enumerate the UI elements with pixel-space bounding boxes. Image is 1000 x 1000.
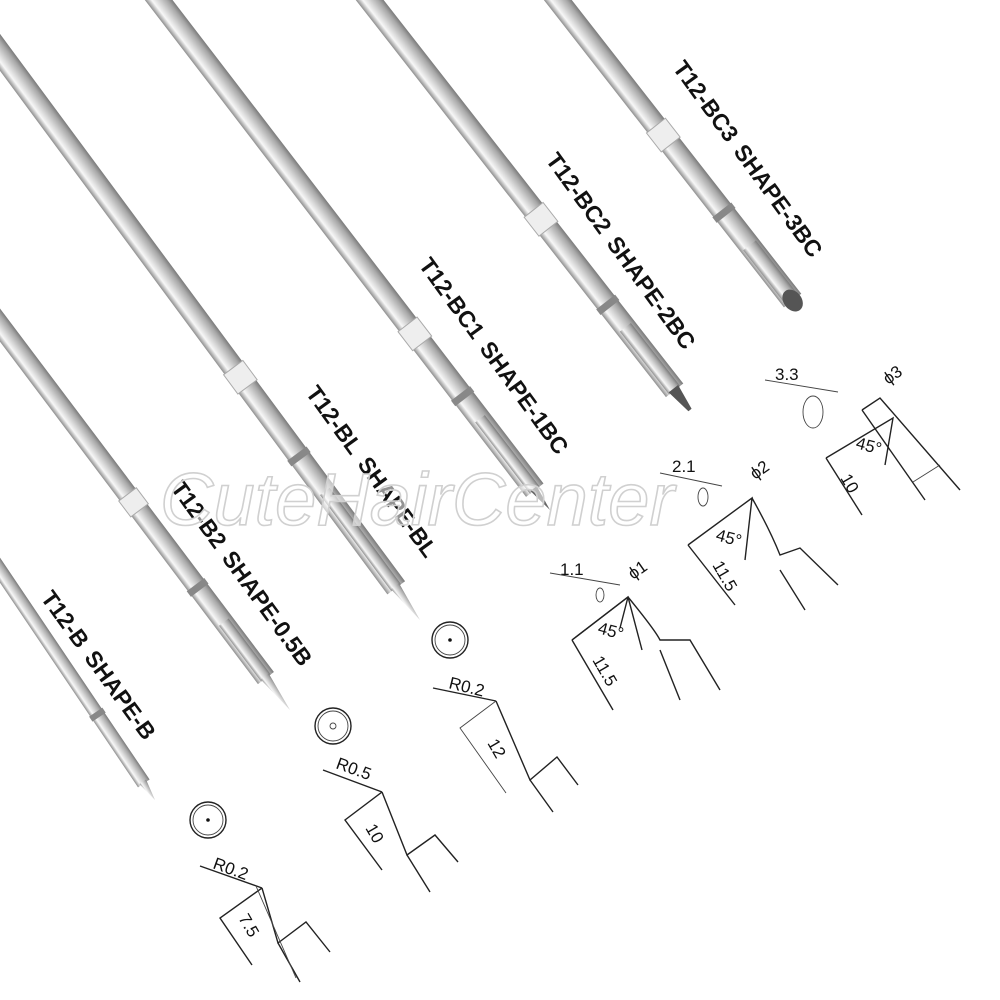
length-label: 7.5 [235,911,263,941]
tip-t12-bc3 [537,0,803,312]
length-label: 10 [362,821,388,847]
length-label: 11.5 [709,558,741,595]
diameter-label: ϕ2 [746,457,772,483]
watermark: CuteHairCenter [160,458,677,541]
tip-t12-b2 [0,272,290,710]
length-label: 11.5 [589,653,621,690]
radius-label: R0.5 [334,754,374,784]
diagram-shape-2bc: 2.1 ϕ2 45° 11.5 [659,457,839,611]
diagram-shape-3bc: 3.3 ϕ3 45° 10 [764,362,961,516]
diameter-label: ϕ3 [879,362,905,388]
radius-label: R0.2 [447,673,486,700]
diameter-label: ϕ1 [624,557,650,583]
tip-t12-bc2 [345,0,692,412]
tip-t12-b [0,530,155,800]
length-label: 10 [837,471,863,497]
diagram-shape-b: R0.2 7.5 [189,801,331,983]
width-label: 2.1 [672,457,696,476]
radius-label: R0.2 [211,854,251,884]
angle-label: 45° [714,526,744,551]
tip-t12-bc1 [136,0,550,510]
width-label: 1.1 [560,560,584,579]
width-label: 3.3 [775,365,799,384]
diagram-shape-0.5b: R0.5 10 [314,707,459,893]
tip-t12-bl [0,2,420,620]
diagram-shape-1bc: 1.1 ϕ1 45° 11.5 [549,557,721,711]
angle-label: 45° [854,434,884,459]
length-label: 12 [484,736,510,762]
diagram-shape-bl: R0.2 12 [431,621,579,813]
